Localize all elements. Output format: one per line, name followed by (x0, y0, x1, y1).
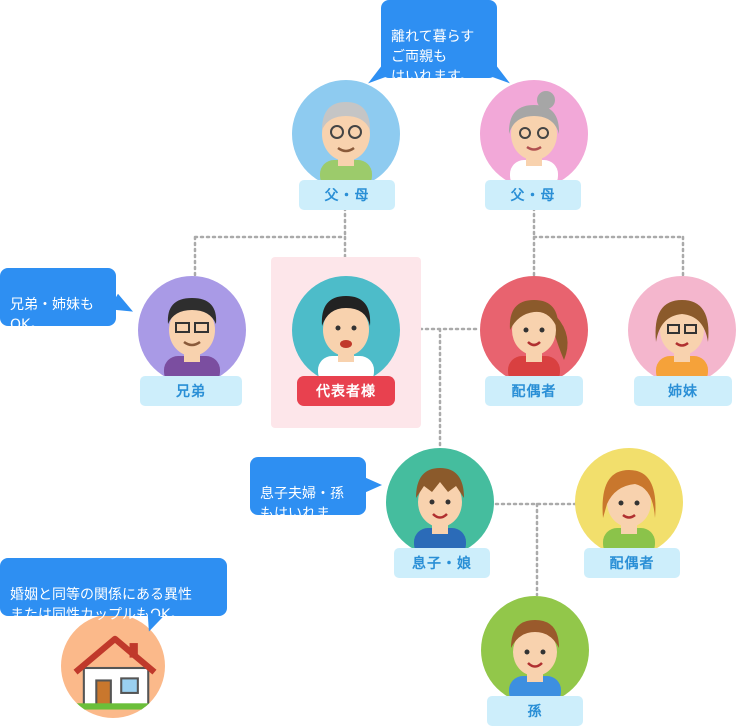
representative-avatar (292, 276, 400, 384)
sister-label: 姉妹 (634, 376, 732, 406)
partnership-note-text: 婚姻と同等の関係にある異性 または同性カップルもOK。 (10, 587, 192, 623)
grandchild-label: 孫 (487, 696, 583, 726)
connector-father-children (193, 206, 347, 277)
spouse-avatar (480, 276, 588, 384)
house-icon (71, 635, 159, 710)
parents-note-bubble: 離れて暮らす ご両親も はいれます。 (363, 0, 515, 85)
siblings-note-text: 兄弟・姉妹も OK。 (10, 297, 94, 333)
spouse-label: 配偶者 (485, 376, 583, 406)
father-label: 父・母 (299, 180, 395, 210)
sister-avatar (628, 276, 736, 384)
father-avatar (292, 80, 400, 188)
son-label: 息子・娘 (394, 548, 490, 578)
brother-label: 兄弟 (140, 376, 242, 406)
son-avatar (386, 448, 494, 556)
brother-avatar (138, 276, 246, 384)
grandchild-avatar (481, 596, 589, 704)
connector-mother-children (532, 206, 685, 277)
mother-label: 父・母 (485, 180, 581, 210)
children-note-text: 息子夫婦・孫 もはいれます。 (260, 486, 344, 542)
mother-avatar (480, 80, 588, 188)
representative-label: 代表者様 (297, 376, 395, 406)
child-spouse-label: 配偶者 (584, 548, 680, 578)
siblings-note-bubble: 兄弟・姉妹も OK。 (0, 268, 138, 333)
children-note-tail (364, 477, 382, 493)
partnership-note-bubble: 婚姻と同等の関係にある異性 または同性カップルもOK。 (0, 558, 227, 635)
connector-son-couple (494, 502, 580, 597)
parents-note-text: 離れて暮らす ご両親も はいれます。 (391, 29, 475, 85)
child-spouse-avatar (575, 448, 683, 556)
house-avatar (61, 614, 165, 718)
children-note-bubble: 息子夫婦・孫 もはいれます。 (250, 457, 382, 542)
